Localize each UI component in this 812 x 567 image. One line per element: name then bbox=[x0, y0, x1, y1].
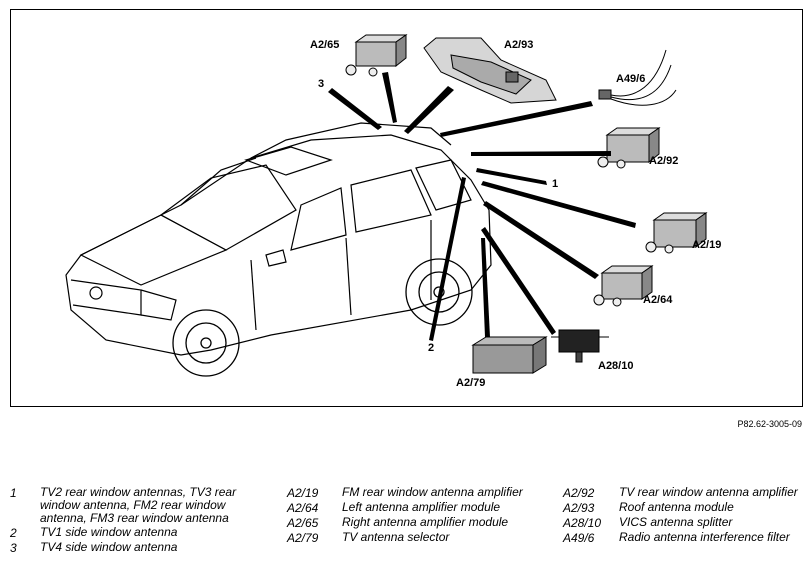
legend-row: A28/10 VICS antenna splitter bbox=[563, 515, 803, 531]
reference-code: P82.62-3005-09 bbox=[737, 419, 802, 429]
module-a28-10 bbox=[551, 329, 609, 363]
legend-row: A49/6 Radio antenna interference filter bbox=[563, 530, 803, 546]
legend-row: A2/65 Right antenna amplifier module bbox=[287, 515, 537, 531]
modules bbox=[345, 34, 708, 374]
legend-column-2: A2/19 FM rear window antenna amplifier A… bbox=[287, 486, 537, 546]
legend-row: A2/92 TV rear window antenna amplifier bbox=[563, 485, 803, 501]
module-a49-6 bbox=[598, 49, 677, 106]
module-a2-79 bbox=[471, 336, 548, 374]
legend-key: A28/10 bbox=[563, 516, 602, 530]
legend-text: Left antenna amplifier module bbox=[342, 500, 501, 514]
callout-a49-6: A49/6 bbox=[616, 73, 646, 85]
legend-row: A2/64 Left antenna amplifier module bbox=[287, 500, 537, 516]
callout-a2-79: A2/79 bbox=[456, 377, 486, 389]
legend-row: 3 TV4 side window antenna bbox=[10, 540, 270, 556]
callout-a28-10: A28/10 bbox=[598, 360, 634, 372]
legend-row: A2/93 Roof antenna module bbox=[563, 500, 803, 516]
module-a2-64 bbox=[593, 265, 654, 307]
legend-column-3: A2/92 TV rear window antenna amplifier A… bbox=[563, 486, 803, 546]
leader-lines bbox=[328, 72, 636, 341]
legend-key: 2 bbox=[10, 526, 17, 540]
legend-text: VICS antenna splitter bbox=[619, 515, 733, 529]
legend-row: 1 TV2 rear window antennas, TV3 rear win… bbox=[10, 486, 270, 525]
callout-a2-65: A2/65 bbox=[310, 39, 340, 51]
legend-text: TV4 side window antenna bbox=[40, 540, 178, 554]
diagram-frame: A2/65 A2/93 A49/6 A2/92 1 A2/19 A2/64 A2… bbox=[10, 9, 803, 407]
callout-a2-92: A2/92 bbox=[649, 155, 679, 167]
vehicle-outline bbox=[65, 122, 492, 356]
legend-key: A2/64 bbox=[287, 501, 319, 515]
legend-key: 3 bbox=[10, 541, 17, 555]
legend-text: FM rear window antenna amplifier bbox=[342, 485, 523, 499]
module-a2-92 bbox=[597, 127, 661, 169]
wheels bbox=[172, 258, 473, 377]
legend-key: A49/6 bbox=[563, 531, 595, 545]
legend-row: A2/79 TV antenna selector bbox=[287, 530, 537, 546]
legend-text: TV1 side window antenna bbox=[40, 525, 178, 539]
legend-text: TV2 rear window antennas, TV3 rear windo… bbox=[40, 485, 237, 525]
legend-row: 2 TV1 side window antenna bbox=[10, 525, 270, 541]
legend-key: A2/93 bbox=[563, 501, 595, 515]
legend-text: TV rear window antenna amplifier bbox=[619, 485, 798, 499]
legend-text: Roof antenna module bbox=[619, 500, 734, 514]
legend-text: Radio antenna interference filter bbox=[619, 530, 790, 544]
callout-a2-93: A2/93 bbox=[504, 39, 534, 51]
legend-key: A2/92 bbox=[563, 486, 595, 500]
callout-1: 1 bbox=[552, 178, 559, 190]
vehicle-antenna-diagram bbox=[65, 34, 708, 377]
module-a2-19 bbox=[645, 212, 708, 254]
legend-key: A2/65 bbox=[287, 516, 319, 530]
callout-a2-64: A2/64 bbox=[643, 294, 673, 306]
legend-text: TV antenna selector bbox=[342, 530, 450, 544]
legend-key: 1 bbox=[10, 486, 17, 500]
callout-a2-19: A2/19 bbox=[692, 239, 722, 251]
callout-2: 2 bbox=[428, 342, 435, 354]
module-a2-93 bbox=[423, 37, 557, 104]
legend-row: A2/19 FM rear window antenna amplifier bbox=[287, 485, 537, 501]
legend-key: A2/19 bbox=[287, 486, 319, 500]
legend-key: A2/79 bbox=[287, 531, 319, 545]
callout-3: 3 bbox=[318, 78, 325, 90]
legend-column-1: 1 TV2 rear window antennas, TV3 rear win… bbox=[10, 486, 270, 556]
module-a2-65 bbox=[345, 34, 408, 77]
legend-text: Right antenna amplifier module bbox=[342, 515, 509, 529]
